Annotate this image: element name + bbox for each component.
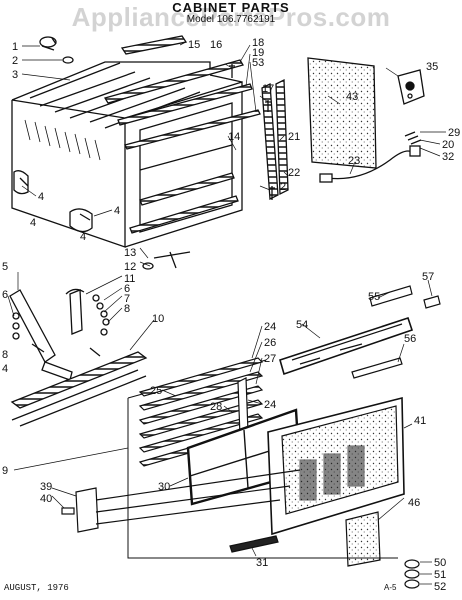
callout-label: 14 [228,131,240,143]
callout-label: 4 [80,231,86,243]
callout-label: 15 [188,39,200,51]
callout-label: 1 [12,41,18,53]
door-46 [345,511,381,567]
callout-label: 57 [422,271,434,283]
foot-4b [69,208,93,233]
callout-label: 6 [124,283,130,295]
callout-label: 18 [252,37,264,49]
clip-13 [153,251,191,269]
callout-label: 50 [434,557,446,569]
callout-label: 53 [252,57,264,69]
bottom-rail [129,195,239,234]
watermark: AppliancePartsPros.com [71,2,391,32]
model-number: Model 106.7762191 [186,14,276,25]
callout-label: 4 [2,363,8,375]
callout-labels: 1 2 3 15 16 18 19 53 35 43 17 21 22 2 29… [2,37,460,593]
callout-label: 55 [368,291,380,303]
front-rail-14 [139,172,235,206]
top-rail-15 [120,35,188,55]
callout-label: 40 [40,493,52,505]
upper-rail-18 [104,59,244,104]
callout-label: 24 [264,321,276,333]
callout-label: 29 [448,127,460,139]
callout-label: 7 [124,293,130,305]
callout-label: 10 [152,313,164,325]
callout-label: 54 [296,319,308,331]
callout-label: 4 [38,191,44,203]
footer-code: A-5 [384,583,397,592]
front-panel-group [61,285,441,589]
callout-label: 43 [346,91,358,103]
callout-label: 21 [288,131,300,143]
power-cord-23 [327,150,413,180]
callout-label: 4 [114,205,120,217]
callout-label: 28 [210,401,222,413]
callout-label: 31 [256,557,268,569]
knob-55 [369,285,413,307]
callout-label: 30 [158,481,170,493]
trim-56 [351,357,403,379]
screw-1 [39,36,57,48]
knob-57 [423,295,441,309]
callout-label: 27 [264,353,276,365]
callout-label: 13 [124,247,136,259]
callout-label: 51 [434,569,446,581]
leader-lines [7,41,446,585]
callout-label: 11 [124,273,135,285]
callout-label: 9 [2,465,8,477]
vertical-rail-21 [261,82,279,201]
callout-label: 3 [12,69,18,81]
bottom-bar-31 [229,535,279,553]
callout-label: 39 [40,481,52,493]
rail-10 [10,351,148,409]
bracket-2 [62,56,74,64]
callout-label: 25 [150,385,162,397]
callout-label: 41 [414,415,426,427]
screw-2b [269,186,275,200]
callout-label: 35 [426,61,438,73]
callout-label: 46 [408,497,420,509]
callout-label: 22 [288,167,300,179]
callout-label: 24 [264,399,276,411]
callout-label: 26 [264,337,276,349]
callout-label: 2 [12,55,18,67]
callout-label: 5 [2,261,8,273]
callout-label: 17 [262,83,274,95]
callout-label: 16 [210,39,222,51]
side-panel-43 [307,57,377,169]
footer-date: AUGUST, 1976 [4,583,69,593]
screw-51 [404,569,420,579]
screw-40 [61,507,75,515]
diagram-title: CABINET PARTS [172,0,290,15]
screws-29-20-32 [404,131,422,145]
callout-label: 12 [124,261,136,273]
support-bracket-5 [9,289,56,363]
callout-label: 20 [442,139,454,151]
callout-label: 4 [30,217,36,229]
cabinet-assembly [9,35,425,427]
cabinet-shell [11,61,243,248]
support-bracket-11 [69,289,83,335]
callout-label: 56 [404,333,416,345]
callout-label: 19 [252,47,264,59]
callout-label: 2 [280,181,286,193]
screw-50 [404,559,420,569]
callout-label: 52 [434,581,446,593]
screw-16 [229,64,235,78]
callout-label: 8 [124,303,130,315]
callout-label: 32 [442,151,454,163]
foot-4a [13,170,29,195]
bolts-4-8 [31,343,101,357]
callout-label: 8 [2,349,8,361]
rail-53 [124,109,261,150]
cabinet-side-louvers [24,119,101,161]
callout-label: 23 [348,155,360,167]
mid-rail-19 [117,83,253,126]
callout-label: 6 [2,289,8,301]
screw-52 [404,579,420,589]
bracket-39 [75,487,99,533]
cabinet-inner-frame [139,102,233,233]
